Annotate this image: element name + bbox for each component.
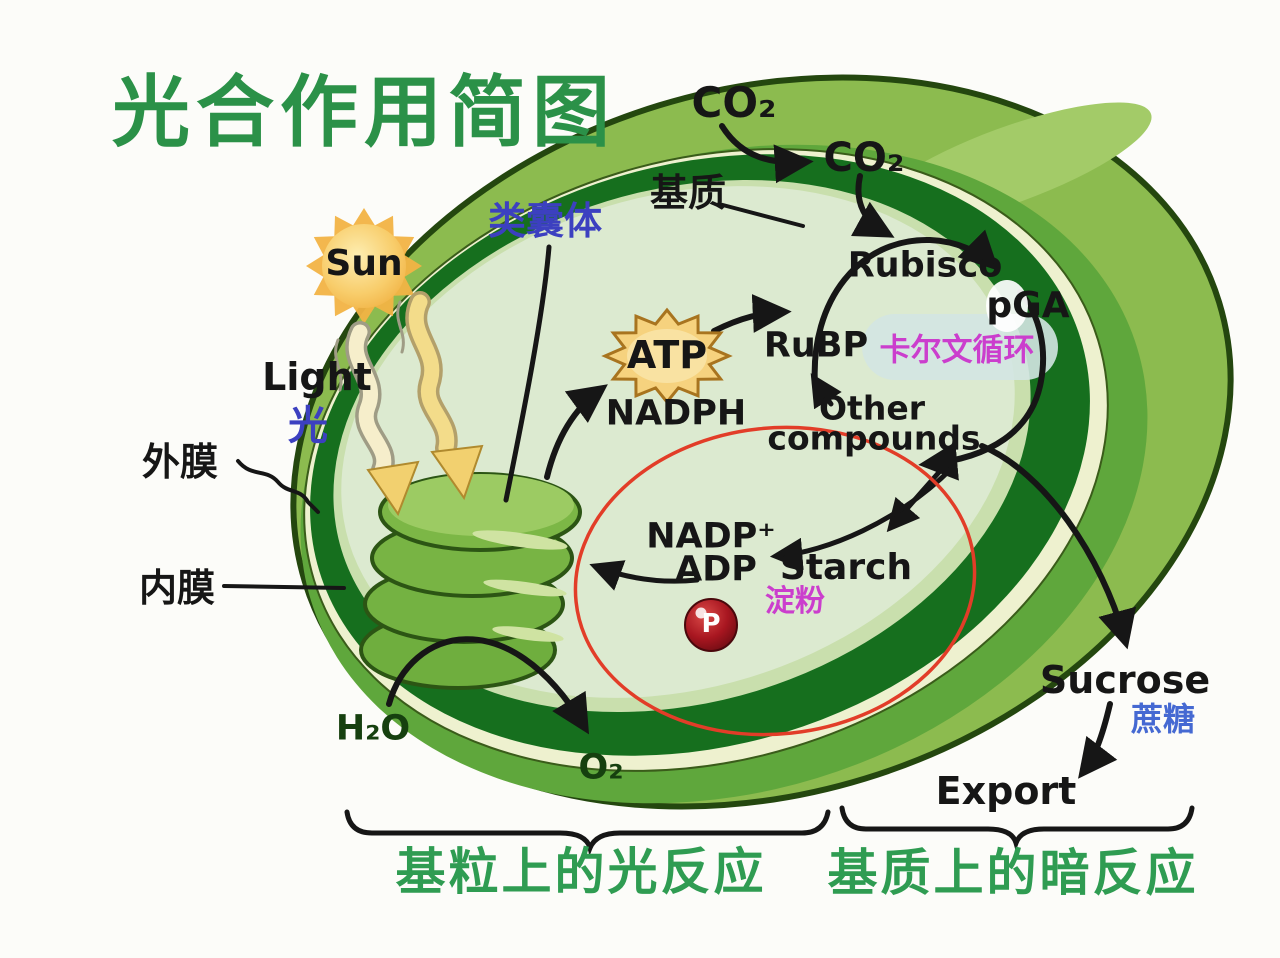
light-label-en: Light — [262, 355, 372, 399]
braces — [344, 805, 1195, 856]
light-ray-body-2 — [408, 294, 455, 456]
light-reactions-caption: 基粒上的光反应 — [395, 843, 767, 901]
co2-inside-label: CO₂ — [823, 135, 905, 181]
arrow-to-adp — [769, 465, 955, 571]
thylakoid-label: 类囊体 — [487, 199, 603, 243]
sun — [306, 208, 422, 324]
rubp-label: RuBP — [763, 325, 869, 366]
sun-label: Sun — [325, 243, 403, 284]
arrow-atp-to-rubp — [711, 293, 792, 334]
arrow-export — [979, 443, 1137, 650]
h2o-label: H₂O — [335, 708, 411, 749]
calvin-arc-right — [918, 289, 1047, 481]
light-arrowhead-1 — [366, 460, 420, 517]
light-ray-body-1 — [348, 324, 392, 478]
nadp-plus-label: NADP⁺ — [646, 516, 776, 557]
atp-starburst — [601, 307, 733, 405]
light-label-cn: 光 — [288, 403, 328, 449]
starch-label-cn: 淀粉 — [765, 584, 825, 619]
arrows — [222, 123, 1137, 779]
other-compounds-line1: Other — [819, 388, 925, 428]
sucrose-label-en: Sucrose — [1039, 658, 1211, 702]
arrow-grana-to-atp — [544, 384, 608, 480]
nadph-label: NADPH — [605, 393, 747, 434]
arrow-h2o-to-o2 — [386, 636, 590, 735]
arrow-compounds-to-rubp — [810, 373, 842, 410]
co2-outside-label: CO₂ — [691, 78, 777, 127]
arrow-sucrose-to-export — [1078, 701, 1118, 779]
outer-membrane-pointer-line — [236, 459, 320, 514]
pga-label: pGA — [986, 285, 1070, 326]
page-title: 光合作用简图 — [112, 68, 617, 158]
adp-label: ADP — [675, 549, 757, 590]
rubisco-label: Rubisco — [847, 245, 1003, 286]
thylakoid-pointer-line — [503, 244, 552, 503]
sucrose-label-cn: 蔗糖 — [1130, 700, 1196, 738]
inner-membrane-pointer-line — [222, 584, 346, 590]
calvin-cycle-label-cn: 卡尔文循环 — [879, 332, 1035, 369]
export-label: Export — [935, 769, 1077, 813]
outer-membrane-label: 外膜 — [141, 440, 219, 484]
stroma-label: 基质 — [649, 171, 727, 215]
arrow-adp-to-grana — [589, 560, 700, 591]
arrow-co2-to-cycle — [850, 173, 895, 238]
dark-reactions-caption: 基质上的暗反应 — [827, 844, 1199, 902]
dark-reactions-brace — [839, 805, 1195, 852]
red-annotation-circle — [573, 425, 977, 737]
phosphate-label: P — [701, 609, 721, 639]
calvin-arc-top — [811, 229, 999, 388]
atp-label: ATP — [626, 333, 708, 377]
light-rays — [334, 291, 484, 517]
o2-label: O₂ — [578, 747, 624, 788]
light-reactions-brace — [344, 809, 831, 856]
pga-highlight — [986, 280, 1028, 332]
arrow-co2-entry — [719, 123, 814, 184]
light-arrowhead-2 — [430, 444, 484, 501]
inner-membrane-label: 内膜 — [138, 566, 216, 610]
sun-disc — [322, 224, 406, 308]
stroma-pointer-line — [717, 202, 805, 228]
phosphate-ball — [684, 598, 738, 652]
other-compounds-line2: compounds — [767, 418, 981, 458]
starch-label-en: Starch — [779, 547, 913, 588]
grana-top-face — [388, 474, 574, 536]
